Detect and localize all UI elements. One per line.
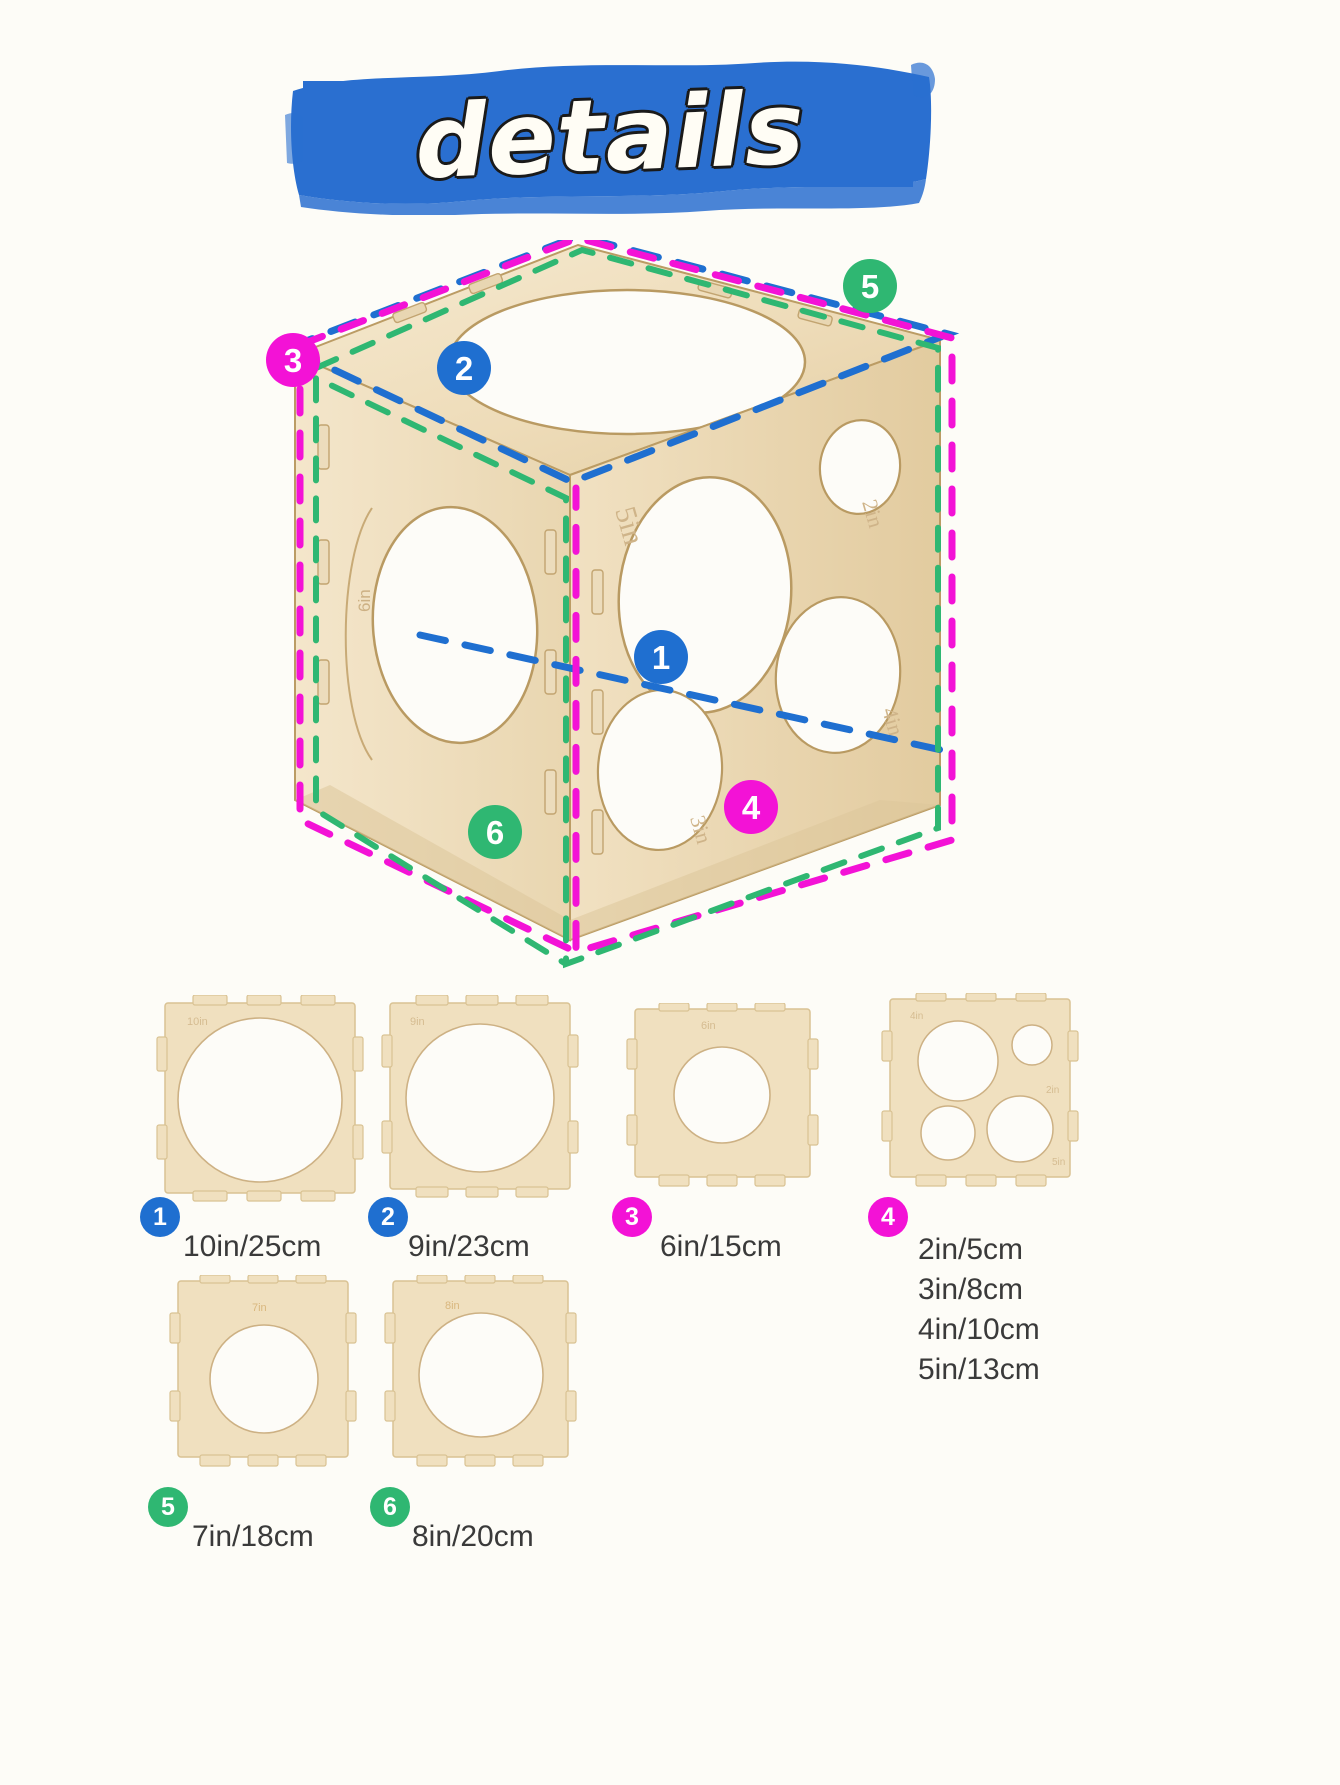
legend-caption-4-line-1: 2in/5cm: [918, 1233, 1024, 1266]
cube-marker-4-label: 4: [741, 788, 761, 826]
panel-6-svg: 8in: [384, 1275, 577, 1467]
svg-text:10in: 10in: [187, 1016, 208, 1028]
legend-badge-1[interactable]: 1: [140, 1197, 180, 1237]
panel-1-svg: 10in: [156, 995, 364, 1202]
panel-6-image: 8in: [383, 1275, 578, 1467]
panel-legend: 10in 1 10in/25cm: [0, 975, 1340, 1785]
cube-marker-3[interactable]: 3: [266, 333, 320, 387]
legend-badge-2-label: 2: [381, 1202, 395, 1231]
brush-stroke-shape: [285, 61, 935, 215]
brush-stroke-banner: [285, 55, 935, 215]
legend-item-2: 9in: [380, 995, 580, 1200]
panel-3-image: 6in: [625, 1003, 820, 1188]
svg-text:5in: 5in: [1052, 1157, 1065, 1168]
panel-2-image: 9in: [380, 995, 580, 1200]
legend-badge-1-label: 1: [153, 1202, 167, 1231]
legend-badge-3[interactable]: 3: [612, 1197, 652, 1237]
panel-5-svg: 7in: [169, 1275, 357, 1467]
legend-caption-4-line-3: 4in/10cm: [918, 1312, 1040, 1346]
legend-badge-4-label: 4: [881, 1202, 895, 1231]
dashed-outline-magenta: [296, 240, 956, 957]
legend-item-3: 6in: [625, 1003, 820, 1188]
svg-text:2in: 2in: [1046, 1085, 1059, 1096]
svg-text:4in: 4in: [910, 1011, 923, 1022]
cube-right-face: 5in 2in 4in 3in: [569, 338, 941, 942]
panel-4-svg: 4in 2in 5in: [881, 993, 1079, 1187]
legend-caption-4: 2in/5cm 3in/8cm 4in/10cm 5in/13cm: [918, 1230, 1040, 1390]
panel-2-svg: 9in: [381, 995, 579, 1198]
cube-marker-4[interactable]: 4: [724, 780, 778, 834]
page-header: details: [0, 0, 1340, 250]
legend-caption-6: 8in/20cm: [412, 1520, 534, 1553]
cube-marker-1-label: 1: [651, 638, 671, 676]
engraved-size-left: 6in: [355, 589, 374, 612]
legend-item-5: 7in: [168, 1275, 358, 1467]
panel-1-image: 10in: [155, 995, 365, 1205]
panel-3-svg: 6in: [626, 1003, 819, 1187]
legend-badge-2[interactable]: 2: [368, 1197, 408, 1237]
legend-badge-6-label: 6: [383, 1492, 397, 1521]
cube-left-face: 6in: [294, 353, 571, 942]
legend-item-6: 8in: [383, 1275, 578, 1467]
legend-caption-5: 7in/18cm: [192, 1520, 314, 1553]
cube-marker-2[interactable]: 2: [437, 341, 491, 395]
cube-marker-2-label: 2: [454, 349, 474, 387]
cube-marker-5-label: 5: [860, 267, 880, 305]
cube-marker-3-label: 3: [283, 341, 303, 379]
legend-item-4: 4in 2in 5in: [880, 993, 1080, 1188]
panel-4-image: 4in 2in 5in: [880, 993, 1080, 1188]
cube-marker-6-label: 6: [485, 813, 505, 851]
legend-caption-4-line-2: 3in/8cm: [918, 1272, 1024, 1306]
legend-caption-1: 10in/25cm: [183, 1230, 322, 1263]
cube-marker-5[interactable]: 5: [843, 259, 897, 313]
legend-caption-2: 9in/23cm: [408, 1230, 530, 1263]
cube-drawing: 6in 5in 2in 4in 3in: [279, 240, 960, 969]
svg-text:8in: 8in: [445, 1300, 460, 1312]
cube-marker-6[interactable]: 6: [468, 805, 522, 859]
legend-badge-5-label: 5: [161, 1492, 175, 1521]
cube-marker-1[interactable]: 1: [634, 630, 688, 684]
legend-item-1: 10in: [155, 995, 365, 1205]
legend-caption-4-line-4: 5in/13cm: [918, 1352, 1040, 1386]
svg-text:9in: 9in: [410, 1016, 425, 1028]
legend-badge-5[interactable]: 5: [148, 1487, 188, 1527]
legend-badge-3-label: 3: [625, 1202, 639, 1231]
legend-caption-3: 6in/15cm: [660, 1230, 782, 1263]
svg-text:7in: 7in: [252, 1302, 267, 1314]
panel-5-image: 7in: [168, 1275, 358, 1467]
dashed-outline-green: [313, 246, 941, 969]
legend-badge-6[interactable]: 6: [370, 1487, 410, 1527]
page-title: details: [413, 69, 807, 201]
svg-text:6in: 6in: [701, 1020, 716, 1032]
cube-bottom-edge: [295, 785, 940, 940]
cube-illustration: 6in 5in 2in 4in 3in: [0, 240, 1340, 980]
legend-badge-4[interactable]: 4: [868, 1197, 908, 1237]
